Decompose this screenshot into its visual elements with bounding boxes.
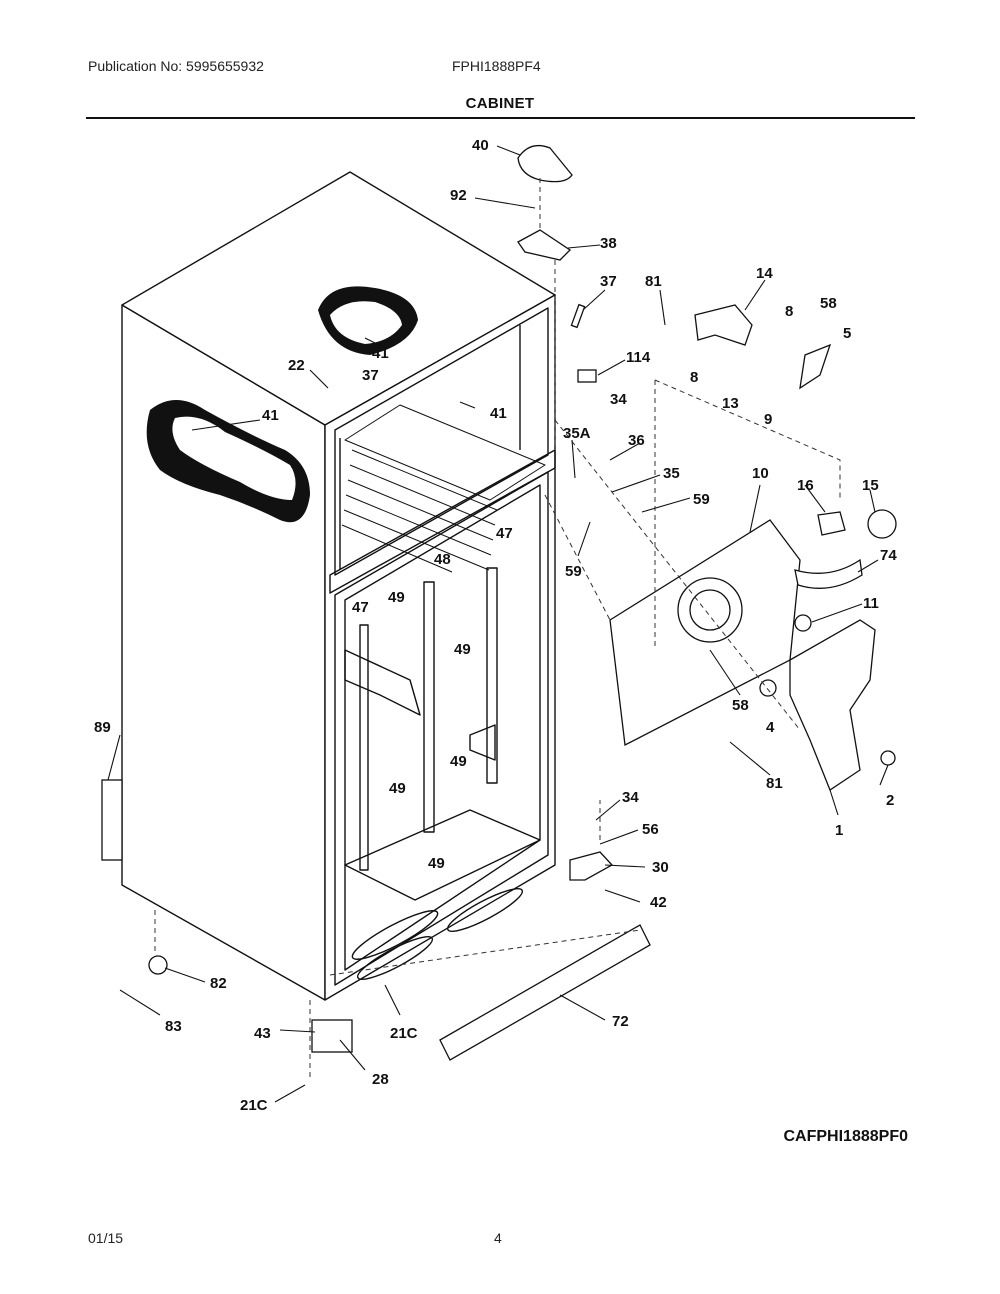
plug-11	[794, 614, 812, 632]
top-hinge-38	[517, 229, 572, 261]
rail-48	[423, 581, 435, 833]
callout-35: 35	[663, 465, 680, 482]
callout-2: 2	[886, 792, 894, 809]
callout-10: 10	[752, 465, 769, 482]
callout-81-top: 81	[645, 273, 662, 290]
hinge-cover-40	[517, 144, 573, 183]
callout-92: 92	[450, 187, 467, 204]
rail-47-right	[486, 567, 498, 784]
mullion	[329, 449, 556, 594]
bracket-14	[694, 304, 753, 346]
callout-11: 11	[863, 595, 879, 612]
kickplate-72	[439, 924, 651, 1061]
callout-labels: 40 92 38 37 81 14 8 58 5 41 22 37 114 41…	[94, 137, 897, 1114]
callout-59-right: 59	[693, 491, 710, 508]
callout-83: 83	[165, 1018, 182, 1035]
callout-56: 56	[642, 821, 659, 838]
callout-8-right: 8	[785, 303, 793, 320]
callout-49-e: 49	[428, 855, 445, 872]
callout-74: 74	[880, 547, 897, 564]
callout-81-bottom: 81	[766, 775, 783, 792]
cabinet-front-frame	[324, 294, 556, 1001]
callout-114: 114	[626, 349, 651, 366]
fresh-food-compartment	[334, 471, 549, 986]
callout-49-b: 49	[454, 641, 471, 658]
callout-72: 72	[612, 1013, 629, 1030]
callout-58-top: 58	[820, 295, 837, 312]
callout-48: 48	[434, 551, 451, 568]
callout-38: 38	[600, 235, 617, 252]
page-number: 4	[494, 1230, 502, 1246]
callout-21C-left: 21C	[240, 1097, 268, 1114]
bottom-hinge-43	[311, 1019, 353, 1053]
callout-30: 30	[652, 859, 669, 876]
callout-37-top: 37	[600, 273, 617, 290]
hinge-30	[569, 851, 614, 881]
callout-43: 43	[254, 1025, 271, 1042]
callout-22: 22	[288, 357, 305, 374]
panel-89	[101, 779, 123, 861]
control-housing-1	[789, 619, 876, 791]
callout-34-bottom: 34	[622, 789, 639, 806]
publication-number: Publication No: 5995655932	[88, 58, 264, 74]
header-rule	[86, 117, 915, 119]
callout-9: 9	[764, 411, 772, 428]
callout-41-freezer: 41	[490, 405, 507, 422]
light-shield-74	[794, 558, 863, 589]
callout-36: 36	[628, 432, 645, 449]
callout-41-top: 41	[372, 345, 389, 362]
callout-16: 16	[797, 477, 814, 494]
hardware-parts	[101, 144, 897, 1061]
callout-89: 89	[94, 719, 111, 736]
publication-date: 01/15	[88, 1230, 124, 1246]
callout-42: 42	[650, 894, 667, 911]
callout-8-left: 8	[690, 369, 698, 386]
model-number: FPHI1888PF4	[452, 58, 541, 74]
diagram-code: CAFPHI1888PF0	[783, 1128, 909, 1145]
rail-47-left	[359, 624, 369, 871]
callout-34-top: 34	[610, 391, 627, 408]
callout-14: 14	[756, 265, 773, 282]
light-switch-114	[577, 369, 597, 383]
callout-13: 13	[722, 395, 739, 412]
callout-15: 15	[862, 477, 879, 494]
callout-28: 28	[372, 1071, 389, 1088]
callout-35A: 35A	[563, 425, 591, 442]
socket-16	[817, 511, 846, 536]
callout-4: 4	[766, 719, 775, 736]
callout-47-right: 47	[496, 525, 513, 542]
callout-49-d: 49	[389, 780, 406, 797]
callout-82: 82	[210, 975, 227, 992]
callout-59-left: 59	[565, 563, 582, 580]
callout-47-left: 47	[352, 599, 369, 616]
callout-40: 40	[472, 137, 489, 154]
callout-37-freezer: 37	[362, 367, 379, 384]
callout-58-panel: 58	[732, 697, 749, 714]
callout-leaders	[107, 145, 889, 1103]
callout-49-a: 49	[388, 589, 405, 606]
exploded-parts-diagram: 40 92 38 37 81 14 8 58 5 41 22 37 114 41…	[94, 137, 897, 1114]
exploded-guides	[154, 178, 841, 1080]
leveler-82	[148, 955, 168, 975]
section-title: CABINET	[465, 95, 535, 112]
fan-blade-5	[799, 343, 832, 390]
freezer-compartment	[334, 307, 549, 576]
bulb-15	[867, 509, 897, 539]
callout-21C-right: 21C	[390, 1025, 418, 1042]
callout-41-side: 41	[262, 407, 279, 424]
knob-2	[880, 750, 896, 766]
callout-1: 1	[835, 822, 843, 839]
hinge-pin-37	[570, 303, 586, 329]
callout-5: 5	[843, 325, 851, 342]
callout-49-c: 49	[450, 753, 467, 770]
